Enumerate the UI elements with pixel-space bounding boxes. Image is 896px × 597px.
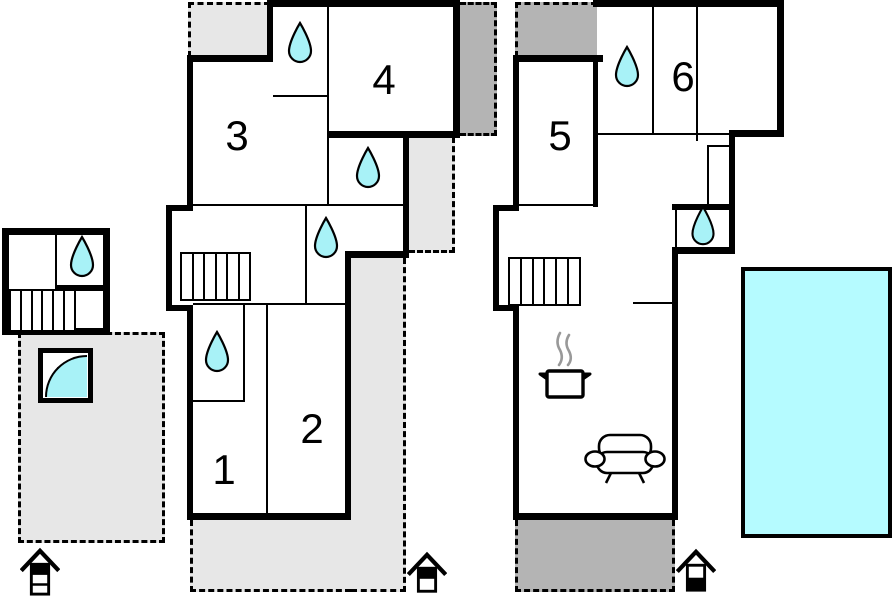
wall: [519, 204, 593, 206]
wall: [729, 137, 735, 254]
entrance-icon: [407, 551, 447, 593]
stair-step: [43, 291, 55, 330]
wall: [672, 254, 678, 520]
wall: [345, 251, 409, 258]
terrace-left-building-horizontal: [190, 520, 351, 592]
stair-step: [22, 291, 33, 330]
wall: [55, 285, 103, 291]
wall: [55, 235, 57, 285]
shower-tray: [45, 355, 87, 397]
wall: [166, 205, 193, 211]
water-drop-icon: [204, 330, 230, 373]
stair-step: [534, 259, 546, 304]
wall: [266, 305, 268, 515]
wall: [593, 62, 598, 207]
sofa-icon: [584, 433, 666, 484]
wall: [345, 258, 351, 520]
entrance-icon: [676, 548, 716, 592]
stairs-icon: [9, 289, 76, 332]
wall: [327, 5, 329, 204]
wall: [273, 95, 329, 97]
stair-step: [240, 254, 250, 299]
stair-step: [205, 254, 217, 299]
stair-step: [194, 254, 205, 299]
room-1-label: 1: [212, 446, 236, 493]
wall: [243, 305, 245, 402]
stair-step: [217, 254, 228, 299]
wall: [675, 210, 677, 247]
wall: [513, 55, 603, 62]
stair-step: [569, 259, 579, 304]
wall: [193, 303, 347, 305]
balcony-right-building: [515, 2, 597, 57]
wall: [672, 247, 735, 254]
water-drop-icon: [287, 21, 313, 64]
wall: [493, 305, 519, 311]
room-6-label: 6: [671, 53, 695, 100]
stair-step: [54, 291, 66, 330]
stair-step: [522, 259, 534, 304]
water-drop-icon: [355, 146, 381, 189]
room-2-label: 2: [300, 405, 324, 452]
stair-step: [182, 254, 194, 299]
wall: [327, 131, 460, 138]
wall: [633, 302, 672, 304]
flue-closet: [707, 145, 731, 206]
wall: [777, 0, 784, 137]
wall: [652, 7, 654, 133]
stair-step: [11, 291, 22, 330]
wall: [193, 204, 403, 206]
wall: [187, 513, 351, 520]
stairs-icon: [508, 257, 581, 306]
water-drop-icon: [614, 45, 640, 88]
terrace-left-building-vertical: [351, 258, 406, 592]
wall: [453, 0, 460, 138]
wall: [513, 57, 519, 211]
wall: [267, 0, 460, 7]
wall: [166, 305, 193, 311]
wall: [187, 57, 193, 211]
wall: [305, 206, 307, 305]
room-5-label: 5: [548, 112, 572, 159]
wall: [166, 205, 172, 311]
water-drop-icon: [313, 216, 339, 259]
entrance-icon: [20, 547, 60, 596]
wall: [493, 205, 499, 311]
wall: [513, 513, 678, 520]
stairs-icon: [180, 252, 251, 301]
stove-icon: [538, 331, 592, 399]
stair-step: [510, 259, 522, 304]
wall: [190, 400, 245, 402]
wall: [403, 138, 409, 258]
terrace-mid-left-building: [409, 137, 455, 253]
wall: [187, 55, 273, 62]
room-3-label: 3: [225, 112, 249, 159]
corner-shower-icon: [38, 348, 93, 403]
stair-step: [65, 291, 74, 330]
wall: [493, 205, 519, 211]
terrace-right-building: [515, 520, 675, 592]
water-drop-icon: [69, 235, 95, 278]
swimming-pool: [741, 267, 892, 538]
water-drop-icon: [691, 205, 715, 246]
wall: [598, 133, 729, 135]
stair-step: [557, 259, 570, 304]
stair-step: [33, 291, 44, 330]
room-4-label: 4: [372, 56, 396, 103]
wall: [729, 130, 784, 137]
stair-step: [228, 254, 240, 299]
wall: [267, 0, 273, 61]
wall: [187, 305, 193, 520]
wall: [593, 0, 784, 7]
stair-step: [545, 259, 558, 304]
terrace-upper-left: [188, 2, 270, 57]
wall: [513, 311, 519, 520]
wall: [696, 7, 698, 141]
balcony-left-building: [460, 2, 497, 136]
